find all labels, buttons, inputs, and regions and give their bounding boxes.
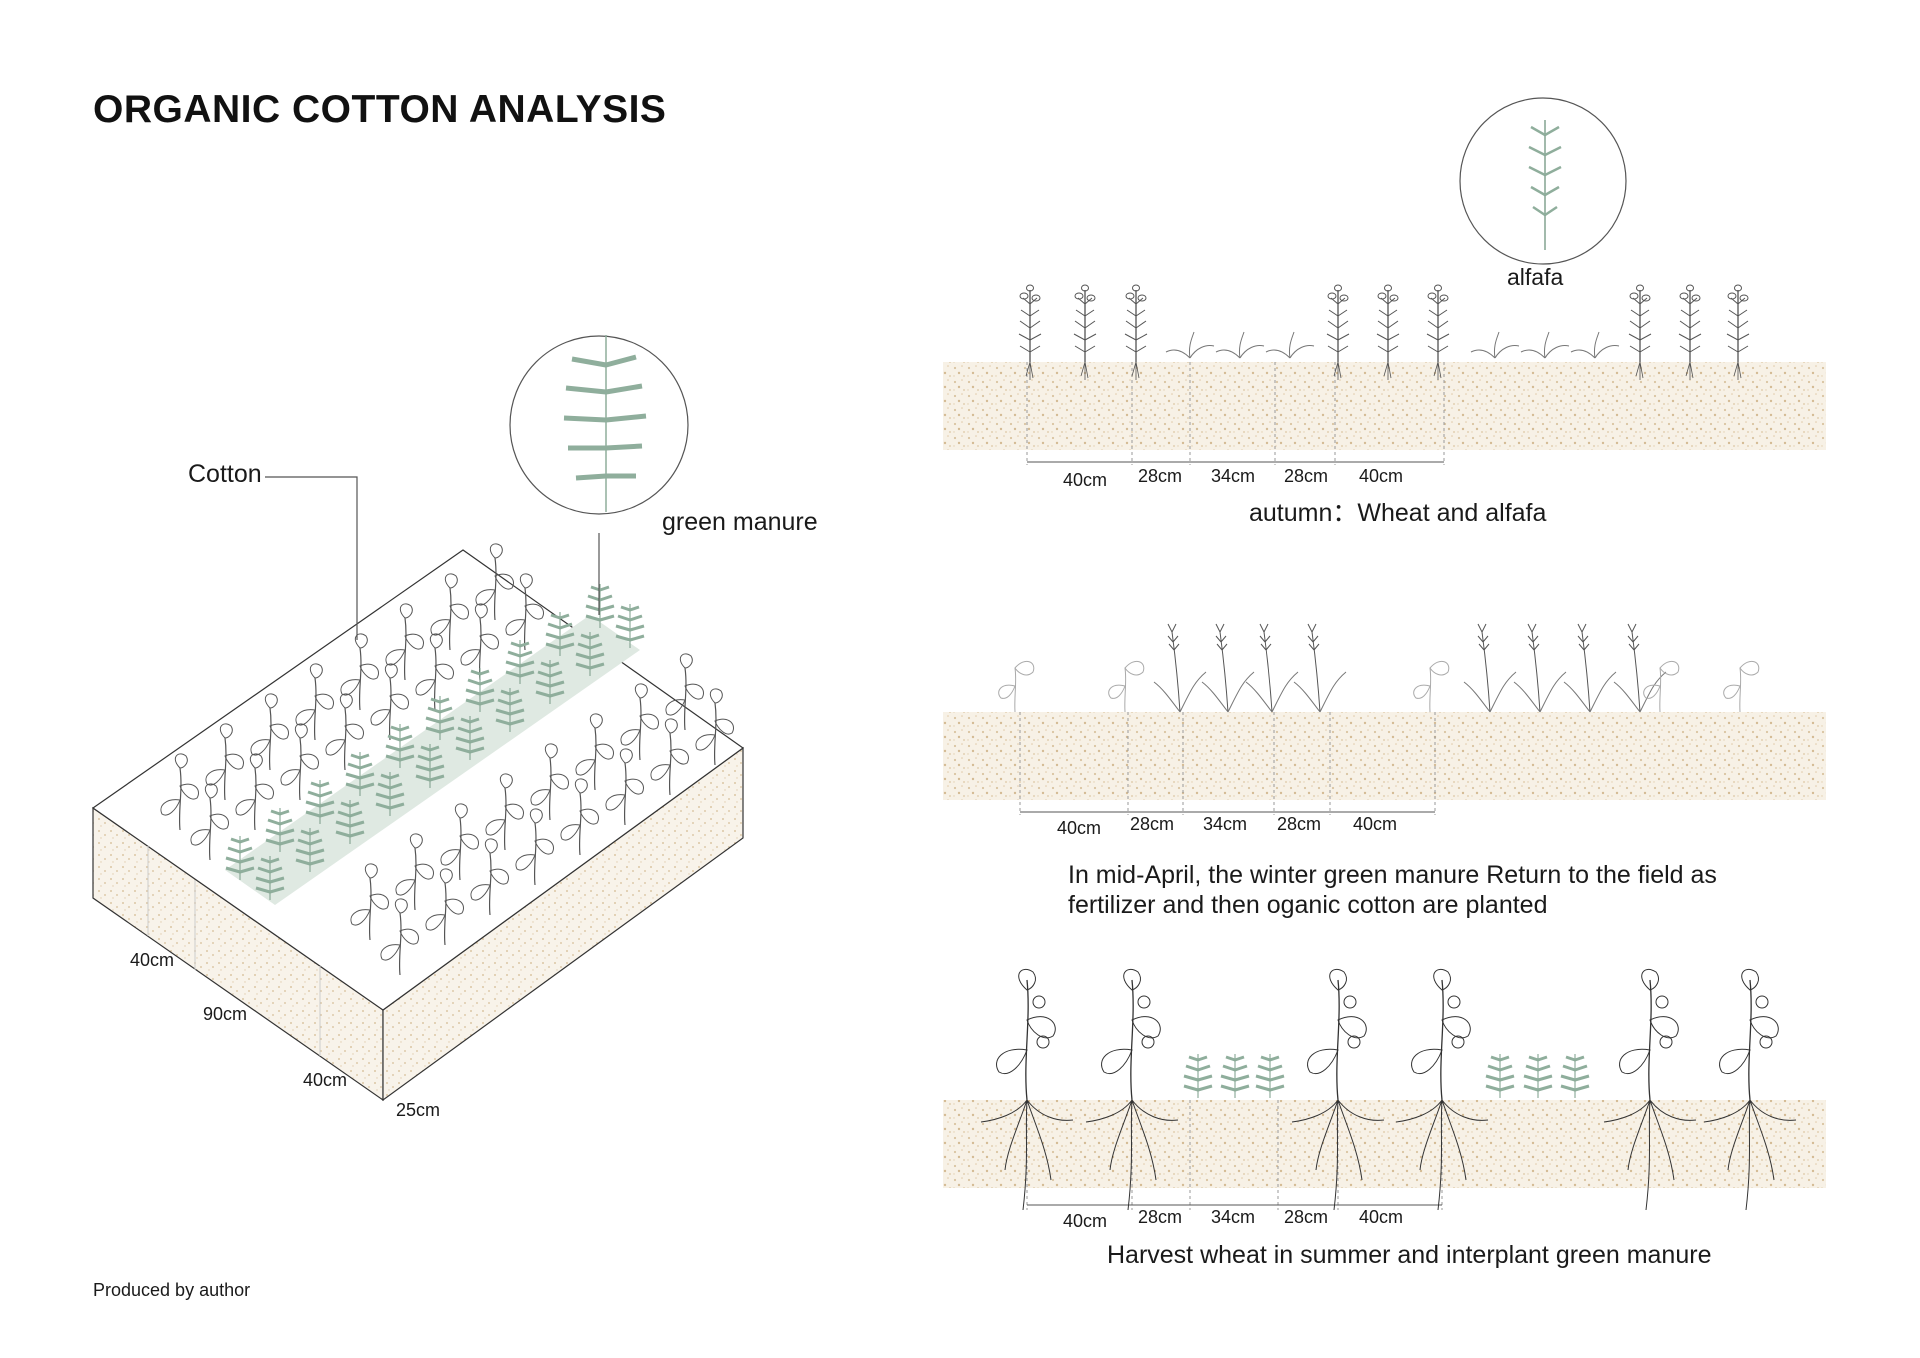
panel1-dim-5: 40cm xyxy=(1359,466,1403,487)
dim-label-90cm: 90cm xyxy=(203,1004,247,1025)
panel3-dim-2: 28cm xyxy=(1138,1207,1182,1228)
dim-label-25cm: 25cm xyxy=(396,1100,440,1121)
panel2-dim-1: 40cm xyxy=(1057,818,1101,839)
panel3-dim-3: 34cm xyxy=(1211,1207,1255,1228)
panel1-dim-1: 40cm xyxy=(1063,470,1107,491)
iso-field-block xyxy=(93,550,743,1100)
alfalfa-callout-circle xyxy=(1460,98,1626,264)
panel3-caption: Harvest wheat in summer and interplant g… xyxy=(1107,1240,1711,1270)
panel-autumn xyxy=(943,285,1826,465)
dim-label-40cm-b: 40cm xyxy=(303,1070,347,1091)
panel2-caption-line1: In mid-April, the winter green manure Re… xyxy=(1068,860,1717,890)
alfalfa-label: alfafa xyxy=(1507,264,1563,291)
panel3-dim-1: 40cm xyxy=(1063,1211,1107,1232)
panel2-dim-4: 28cm xyxy=(1277,814,1321,835)
panel-mid-april xyxy=(943,624,1826,815)
dim-label-40cm-a: 40cm xyxy=(130,950,174,971)
cotton-leader-line xyxy=(265,477,357,640)
panel2-dim-5: 40cm xyxy=(1353,814,1397,835)
panel-summer xyxy=(943,969,1826,1210)
panel1-dim-2: 28cm xyxy=(1138,466,1182,487)
panel2-caption-line2: fertilizer and then oganic cotton are pl… xyxy=(1068,890,1547,920)
green-manure-label: green manure xyxy=(662,508,818,537)
panel3-dim-5: 40cm xyxy=(1359,1207,1403,1228)
panel1-dim-3: 34cm xyxy=(1211,466,1255,487)
cotton-label: Cotton xyxy=(188,460,262,489)
panel3-dim-4: 28cm xyxy=(1284,1207,1328,1228)
panel1-dim-4: 28cm xyxy=(1284,466,1328,487)
panel2-dim-2: 28cm xyxy=(1130,814,1174,835)
panel2-dim-3: 34cm xyxy=(1203,814,1247,835)
green-manure-callout-circle xyxy=(510,335,688,514)
panel1-caption: autumn：Wheat and alfafa xyxy=(1249,498,1546,528)
